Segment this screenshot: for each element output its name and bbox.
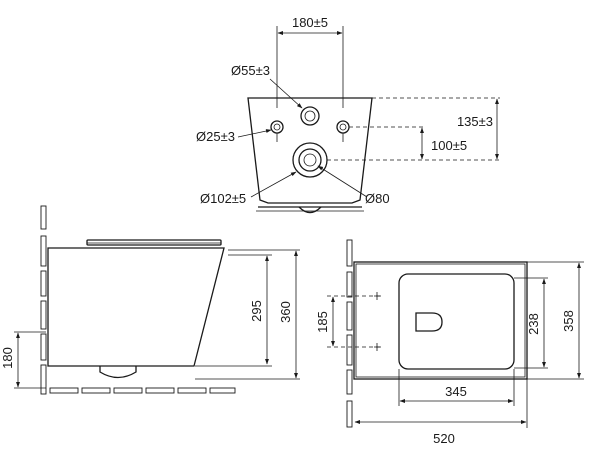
back-plate-outline xyxy=(247,97,373,204)
bolt-hole-left xyxy=(270,120,284,134)
top-view: 180±5 Ø55±3 Ø25±3 Ø102±5 Ø80 xyxy=(196,15,500,214)
dim-total-width: 520 xyxy=(433,431,455,446)
dim-side-total-height: 360 xyxy=(278,301,293,323)
seat-lid xyxy=(86,239,222,246)
outlet-profile xyxy=(99,366,137,379)
outlet-hole xyxy=(292,142,328,178)
bolt-mark-top xyxy=(374,292,381,300)
side-view: 295 360 180 xyxy=(0,205,300,395)
bowl-profile xyxy=(47,247,225,367)
dim-outlet-inner: Ø80 xyxy=(365,191,390,206)
plan-drain xyxy=(415,312,443,332)
dim-side-bolt-height: 295 xyxy=(249,300,264,322)
dim-bolt-height: 100±5 xyxy=(431,138,467,153)
dim-inlet-spacing: 180±5 xyxy=(292,15,328,30)
floor-segment xyxy=(49,387,79,394)
dim-total-depth: 358 xyxy=(561,310,576,332)
plan-outer-body xyxy=(353,261,528,380)
bolt-mark-bottom xyxy=(374,343,381,351)
bolt-hole-right xyxy=(336,120,350,134)
dim-bolt-spacing: 185 xyxy=(315,311,330,333)
dim-seat-depth: 238 xyxy=(526,313,541,335)
wall-segment xyxy=(346,239,353,267)
dim-outlet-diameter: Ø102±5 xyxy=(200,191,246,206)
dim-bowl-width: 345 xyxy=(445,384,467,399)
wall-segment xyxy=(40,205,47,230)
plan-bowl xyxy=(398,273,515,370)
inlet-hole xyxy=(300,106,320,126)
dim-inlet-height: 135±3 xyxy=(457,114,493,129)
dim-floor-height: 180 xyxy=(0,347,15,369)
dim-bolt-diameter: Ø25±3 xyxy=(196,129,235,144)
plan-view: 185 238 358 345 520 xyxy=(315,239,584,446)
dim-inlet-diameter: Ø55±3 xyxy=(231,63,270,78)
